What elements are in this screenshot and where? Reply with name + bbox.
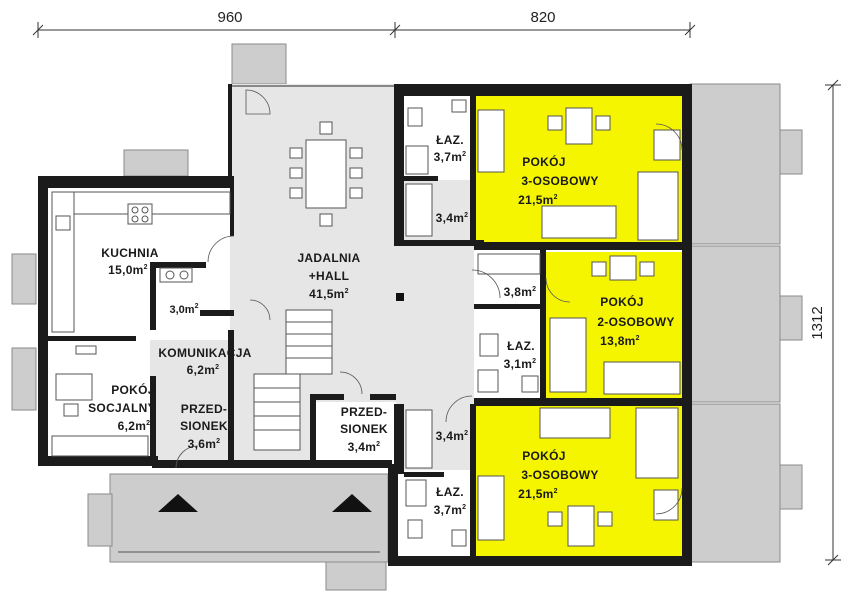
room-laz-top-name: ŁAZ.: [436, 133, 464, 147]
dimension-top-left: 960: [217, 9, 242, 26]
svg-text:3,8m2: 3,8m2: [504, 285, 537, 299]
room-spizarnia-unit: 2: [195, 303, 199, 310]
room-laz-bottom-name: ŁAZ.: [436, 485, 464, 499]
svg-text:21,5m2: 21,5m2: [518, 193, 558, 207]
doors: [175, 89, 683, 515]
room-labels: KUCHNIA 15,0m2 3,0m2 KOMUNIKACJA 6,2m2 P…: [88, 133, 674, 517]
svg-text:3,6m2: 3,6m2: [188, 437, 221, 451]
dimension-lines: 960 820 1312: [32, 9, 841, 566]
svg-text:3,7m2: 3,7m2: [434, 150, 467, 164]
dimension-right: 1312: [809, 306, 826, 339]
room-pokoj3-top-name1: POKÓJ: [522, 154, 566, 169]
room-pokoj3-bottom-unit: 2: [554, 488, 558, 495]
room-socjalny-unit: 2: [146, 420, 150, 427]
room-przedsionek-right-unit: 2: [376, 441, 380, 448]
room-laz-mid-name: ŁAZ.: [507, 339, 535, 353]
svg-text:15,0m2: 15,0m2: [108, 263, 148, 277]
svg-text:3,0m2: 3,0m2: [170, 303, 199, 316]
room-kuchnia-unit: 2: [144, 264, 148, 271]
room-jadalnia-name2: +HALL: [309, 269, 350, 283]
room-przedsionek-left-unit: 2: [216, 438, 220, 445]
room-przedsionek-left-name2: SIONEK: [180, 419, 228, 433]
room-kuchnia-name: KUCHNIA: [101, 246, 158, 260]
room-pokoj3-bottom-area: 21,5m: [518, 487, 554, 501]
room-hall-top-area: 3,4m: [436, 211, 465, 225]
room-jadalnia-name1: JADALNIA: [297, 251, 360, 265]
room-laz-mid-area: 3,1m: [504, 357, 533, 371]
room-pokoj2-name2: 2-OSOBOWY: [597, 315, 674, 329]
room-spizarnia-area: 3,0m: [170, 304, 195, 316]
room-hall-bottom-unit: 2: [464, 430, 468, 437]
room-komunikacja-unit: 2: [215, 364, 219, 371]
svg-text:3,1m2: 3,1m2: [504, 357, 537, 371]
room-przedsionek-right-area: 3,4m: [348, 440, 377, 454]
room-jadalnia-unit: 2: [345, 288, 349, 295]
room-hall-top-unit: 2: [464, 212, 468, 219]
room-laz-top-area: 3,7m: [434, 150, 463, 164]
room-socjalny-name2: SOCJALNY: [88, 401, 156, 415]
svg-text:21,5m2: 21,5m2: [518, 487, 558, 501]
svg-text:3,4m2: 3,4m2: [436, 211, 469, 225]
room-laz-bottom-unit: 2: [462, 504, 466, 511]
room-pokoj3-bottom-name2: 3-OSOBOWY: [521, 468, 598, 482]
terraces: [11, 43, 803, 591]
svg-text:3,7m2: 3,7m2: [434, 503, 467, 517]
room-hall-mid-unit: 2: [532, 286, 536, 293]
room-przedsionek-right-name2: SIONEK: [340, 422, 388, 436]
svg-text:13,8m2: 13,8m2: [600, 334, 640, 348]
room-przedsionek-right-name1: PRZED-: [341, 405, 387, 419]
room-socjalny-name1: POKÓJ: [111, 382, 155, 397]
room-hall-bottom-area: 3,4m: [436, 429, 465, 443]
room-przedsionek-left-area: 3,6m: [188, 437, 217, 451]
walls: [38, 84, 692, 566]
room-pokoj2-name1: POKÓJ: [600, 294, 644, 309]
room-pokoj3-top-unit: 2: [554, 194, 558, 201]
room-pokoj3-bottom-name1: POKÓJ: [522, 448, 566, 463]
room-przedsionek-left-name1: PRZED-: [181, 402, 227, 416]
svg-text:6,2m2: 6,2m2: [187, 363, 220, 377]
room-hall-mid-area: 3,8m: [504, 285, 533, 299]
room-komunikacja-name: KOMUNIKACJA: [158, 346, 251, 360]
room-kuchnia-area: 15,0m: [108, 263, 144, 277]
furniture: [51, 99, 681, 547]
room-laz-top-unit: 2: [462, 151, 466, 158]
room-pokoj2-unit: 2: [636, 335, 640, 342]
svg-text:3,4m2: 3,4m2: [436, 429, 469, 443]
svg-text:3,4m2: 3,4m2: [348, 440, 381, 454]
room-socjalny-area: 6,2m: [118, 419, 147, 433]
room-laz-mid-unit: 2: [532, 358, 536, 365]
room-pokoj2-area: 13,8m: [600, 334, 636, 348]
room-komunikacja-area: 6,2m: [187, 363, 216, 377]
svg-text:6,2m2: 6,2m2: [118, 419, 151, 433]
dimension-top-right: 820: [530, 9, 555, 26]
room-laz-bottom-area: 3,7m: [434, 503, 463, 517]
room-jadalnia-area: 41,5m: [309, 287, 345, 301]
room-pokoj3-top-name2: 3-OSOBOWY: [521, 174, 598, 188]
room-pokoj3-top-area: 21,5m: [518, 193, 554, 207]
svg-text:41,5m2: 41,5m2: [309, 287, 349, 301]
